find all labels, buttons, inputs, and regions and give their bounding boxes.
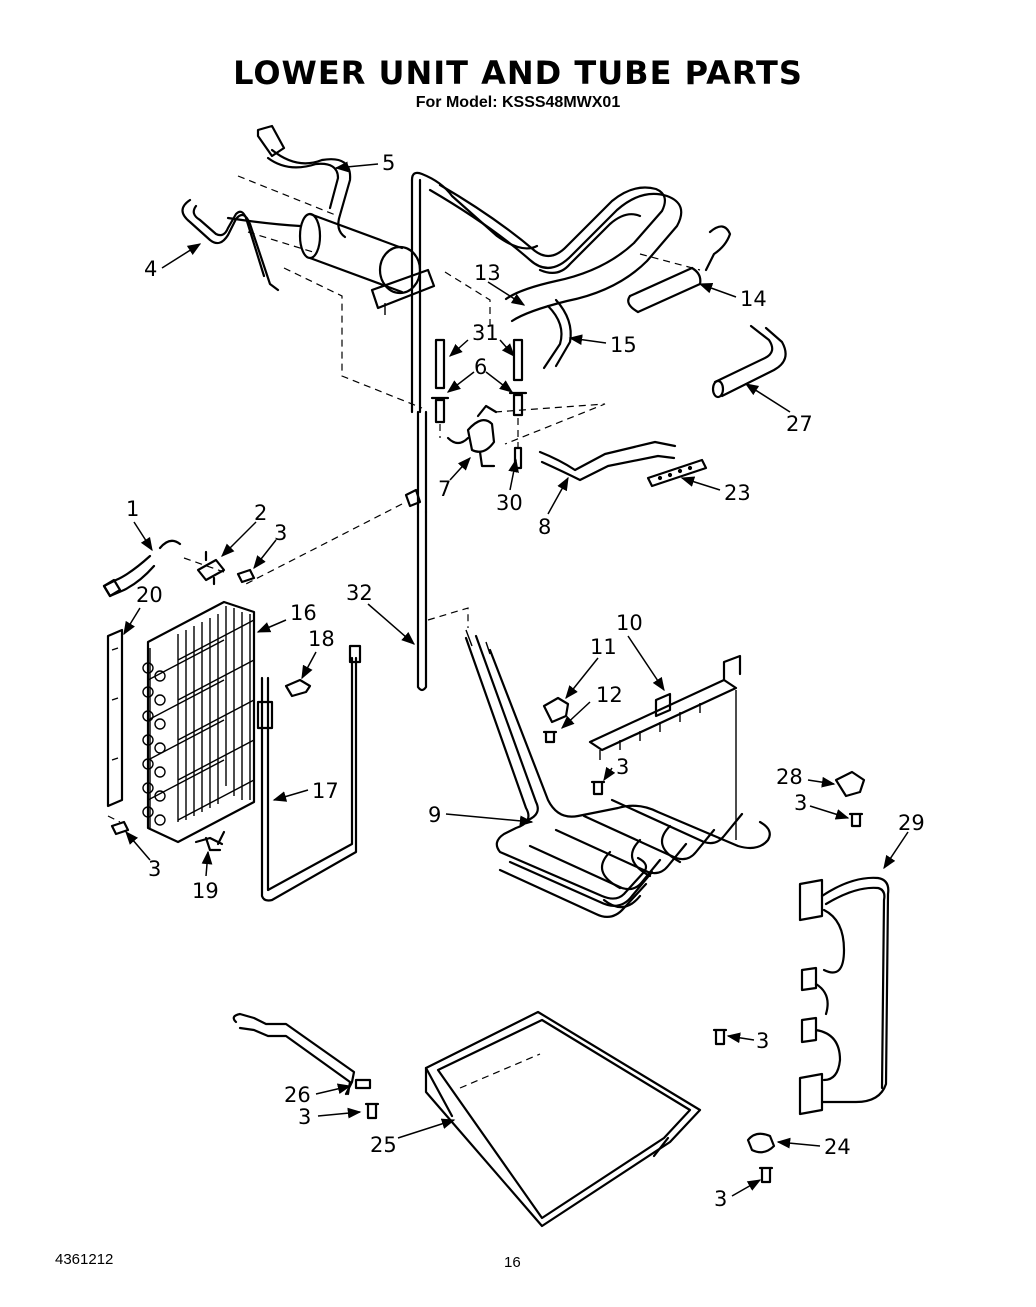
part-24-clip	[746, 1132, 776, 1154]
part-3-screw-top	[236, 568, 256, 584]
part-26-drain-tube	[232, 1012, 372, 1096]
callout-27: 27	[786, 412, 813, 436]
callout-10: 10	[616, 611, 643, 635]
callout-32: 32	[346, 581, 373, 605]
callout-15: 15	[610, 333, 637, 357]
callout-3-bottom: 3	[714, 1187, 727, 1211]
part-3-screw-heater	[590, 780, 606, 796]
part-3-screw-pan	[364, 1102, 380, 1120]
callout-30: 30	[496, 491, 523, 515]
leader-lines	[123, 161, 909, 1197]
callout-8: 8	[538, 515, 551, 539]
part-15-tube	[542, 298, 572, 370]
part-3-screw-bottom	[758, 1166, 774, 1184]
document-number: 4361212	[55, 1251, 114, 1268]
part-32-vertical-tube	[404, 171, 539, 692]
callout-29: 29	[898, 811, 925, 835]
assembly-lines-left	[183, 503, 469, 628]
callout-4: 4	[144, 257, 157, 281]
model-subtitle: For Model: KSSS48MWX01	[415, 94, 621, 111]
callout-9: 9	[428, 803, 441, 827]
page-title: LOWER UNIT AND TUBE PARTS	[233, 54, 803, 92]
page-number: 16	[504, 1254, 521, 1271]
part-14-tube	[627, 266, 702, 314]
callout-17: 17	[312, 779, 339, 803]
callout-31: 31	[472, 321, 499, 345]
callout-23: 23	[724, 481, 751, 505]
part-18-clip	[284, 678, 312, 698]
callout-24: 24	[824, 1135, 851, 1159]
assembly-lines-top	[237, 175, 701, 409]
part-3-screw-right	[848, 812, 864, 828]
callout-3-switch: 3	[274, 521, 287, 545]
callout-3-pan: 3	[298, 1105, 311, 1129]
part-20-bracket	[106, 628, 124, 823]
part-3-screw-left	[110, 820, 130, 836]
part-29-wire-harness	[798, 876, 890, 1116]
callout-1: 1	[126, 497, 139, 521]
callout-26: 26	[284, 1083, 311, 1107]
callout-7: 7	[438, 477, 451, 501]
part-13-coil-tube	[428, 183, 732, 323]
callout-20: 20	[136, 583, 163, 607]
part-27-elbow-tube	[711, 324, 787, 399]
part-16-condenser	[142, 600, 256, 844]
part-7-valve	[446, 404, 498, 468]
callout-25: 25	[370, 1133, 397, 1157]
part-4-tube	[181, 198, 302, 292]
part-19-clip	[194, 830, 226, 852]
part-11-clip	[542, 696, 570, 724]
callout-3-clip: 3	[794, 791, 807, 815]
callout-16: 16	[290, 601, 317, 625]
part-17-drain-tube	[256, 644, 362, 902]
accumulator-cylinder	[298, 212, 436, 315]
callout-11: 11	[590, 635, 617, 659]
part-25-drain-pan	[424, 1010, 702, 1228]
callout-labels: 5 4 13 14 15 31 6 27 7 30 8 23 1 2 3 20 …	[126, 151, 925, 1211]
part-12-screw	[542, 730, 558, 744]
callout-3-bracket: 3	[616, 755, 629, 779]
callout-12: 12	[596, 683, 623, 707]
callout-14: 14	[740, 287, 767, 311]
callout-18: 18	[308, 627, 335, 651]
callout-28: 28	[776, 765, 803, 789]
part-3-screw-lower	[712, 1028, 728, 1046]
part-28-clip	[834, 770, 866, 798]
callout-13: 13	[474, 261, 501, 285]
callout-2: 2	[254, 501, 267, 525]
part-8-tube	[494, 403, 677, 482]
callout-5: 5	[382, 151, 395, 175]
callout-19: 19	[192, 879, 219, 903]
callout-6: 6	[474, 355, 487, 379]
part-23-strap	[646, 458, 708, 488]
part-10-heater-bracket	[588, 654, 742, 840]
part-1-wire-harness	[102, 539, 182, 598]
callout-3-condenser: 3	[148, 857, 161, 881]
callout-3-harness: 3	[756, 1029, 769, 1053]
part-2-switch	[196, 550, 226, 586]
parts-31-6-30-fittings	[430, 338, 528, 470]
